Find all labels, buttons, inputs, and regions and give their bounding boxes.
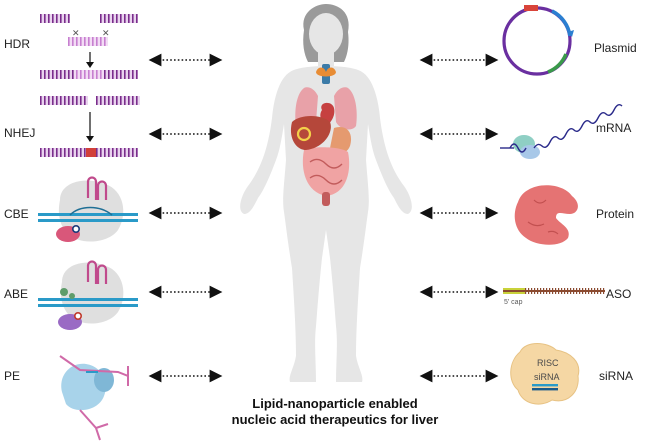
label-protein: Protein bbox=[596, 207, 635, 221]
liver-icon bbox=[290, 116, 331, 150]
abe-editor-icon bbox=[38, 260, 138, 330]
label-cbe: CBE bbox=[4, 207, 29, 221]
label-pe: PE bbox=[4, 369, 21, 383]
label-plasmid: Plasmid bbox=[594, 41, 637, 55]
hdr-dna-icon: ✕ ✕ bbox=[40, 14, 138, 79]
mrna-icon bbox=[500, 103, 623, 159]
svg-text:✕: ✕ bbox=[72, 28, 80, 38]
sirna-inner-label: siRNA bbox=[534, 372, 560, 382]
protein-icon bbox=[514, 185, 578, 245]
plasmid-icon bbox=[502, 5, 574, 76]
sirna-icon: RISC siRNA bbox=[510, 343, 580, 405]
aso-cap-label: 5' cap bbox=[504, 299, 523, 306]
label-abe: ABE bbox=[4, 287, 29, 301]
label-aso: ASO bbox=[606, 287, 632, 301]
caption-line-2: nucleic acid therapeutics for liver bbox=[231, 412, 439, 427]
caption-line-1: Lipid-nanoparticle enabled bbox=[252, 396, 418, 411]
nhej-dna-icon bbox=[40, 96, 140, 157]
figure-caption: Lipid-nanoparticle enabled nucleic acid … bbox=[205, 396, 465, 428]
pe-editor-icon bbox=[59, 355, 129, 441]
label-mrna: mRNA bbox=[596, 121, 632, 135]
label-sirna: siRNA bbox=[599, 369, 634, 383]
label-hdr: HDR bbox=[4, 37, 30, 51]
cbe-editor-icon bbox=[38, 176, 138, 242]
sirna-risc-label: RISC bbox=[537, 358, 559, 368]
svg-text:✕: ✕ bbox=[102, 28, 110, 38]
label-nhej: NHEJ bbox=[4, 126, 36, 140]
aso-icon: 5' cap bbox=[503, 288, 605, 306]
human-body-icon bbox=[240, 4, 412, 382]
